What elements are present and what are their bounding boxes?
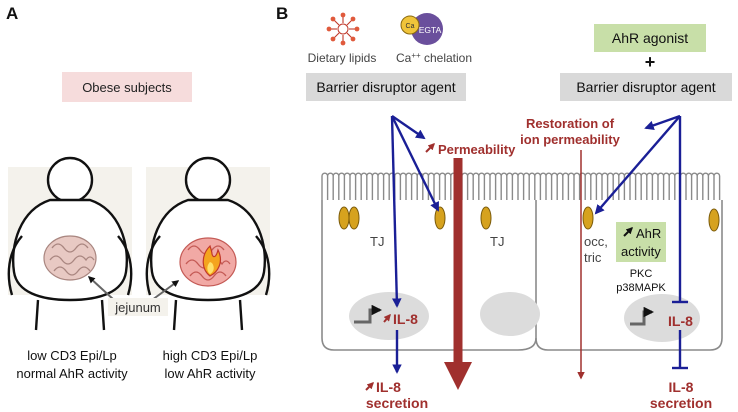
il8-label-right: IL-8 (668, 313, 693, 329)
ca-badge: Ca (406, 23, 415, 30)
jejunum-label: jejunum (114, 300, 161, 315)
caption-left-line2: normal AhR activity (16, 366, 128, 381)
tj-label-left: TJ (370, 234, 384, 249)
jejunum-pointer-left (87, 276, 115, 301)
p38mapk-label: p38MAPK (616, 282, 666, 294)
plus-sign: + (645, 52, 656, 72)
egta-icon: Ca EGTA (400, 13, 443, 45)
increase-arrow-icon (425, 143, 435, 153)
jejunum-label-bg (108, 298, 168, 316)
promoter-left-icon (354, 304, 383, 324)
promoter-right-icon (630, 306, 655, 326)
ahr-agonist-label: AhR agonist (612, 30, 688, 46)
lipid-micelle-icon (326, 12, 360, 46)
caption-right-line1: high CD3 Epi/Lp (163, 348, 258, 363)
restoration-label-line1: Restoration of (526, 116, 615, 131)
restoration-label-line2: ion permeability (520, 132, 620, 147)
panel-b-label: B (276, 4, 288, 23)
occ-label-line2: tric (584, 250, 602, 265)
barrier-agent-label-left: Barrier disruptor agent (316, 79, 455, 95)
caption-right-line2: low AhR activity (164, 366, 256, 381)
pkc-label: PKC (630, 268, 653, 280)
nucleus-middle (480, 292, 540, 336)
tj-label-middle: TJ (490, 234, 504, 249)
dietary-lipids-label: Dietary lipids (308, 51, 377, 65)
body-silhouette-normal-icon (7, 156, 133, 331)
barrier-agent-box-right (560, 73, 732, 101)
caption-left-line1: low CD3 Epi/Lp (27, 348, 117, 363)
permeability-label: Permeability (438, 142, 516, 157)
il8-increase-arrow-icon (383, 313, 391, 323)
secretion-right-line2: secretion (650, 395, 712, 411)
intestine-normal-icon (43, 235, 97, 281)
panel-a-label: A (6, 4, 18, 23)
tight-junctions (338, 206, 720, 232)
obese-subjects-box (62, 72, 192, 102)
occ-label-line1: occ, (584, 234, 608, 249)
ahr-activity-line1: AhR (636, 226, 661, 241)
microvilli-brush-border (321, 172, 721, 200)
flame-icon (202, 244, 222, 277)
signal-arrows-left (390, 115, 440, 374)
secretion-right-line1: IL-8 (669, 379, 694, 395)
ca-chelation-label: Ca++ chelation (396, 51, 472, 65)
jejunum-pointer-right (151, 280, 180, 301)
ahr-agonist-box (594, 24, 706, 52)
secretion-left-line2: secretion (366, 395, 428, 411)
ahr-increase-arrow-icon (623, 227, 633, 237)
ahr-activity-line2: activity (621, 244, 661, 259)
il8-label-left: IL-8 (393, 311, 418, 327)
permeability-arrowhead (444, 362, 472, 390)
ahr-activity-box (616, 222, 666, 262)
egta-badge: EGTA (419, 25, 442, 35)
barrier-agent-box-left (306, 73, 466, 101)
signal-arrows-right (594, 114, 688, 370)
obese-subjects-label: Obese subjects (82, 80, 172, 95)
secretion-increase-arrow-icon (365, 382, 374, 391)
secretion-left-line1: IL-8 (376, 379, 401, 395)
microvilli-path (321, 172, 721, 200)
barrier-agent-label-right: Barrier disruptor agent (576, 79, 715, 95)
